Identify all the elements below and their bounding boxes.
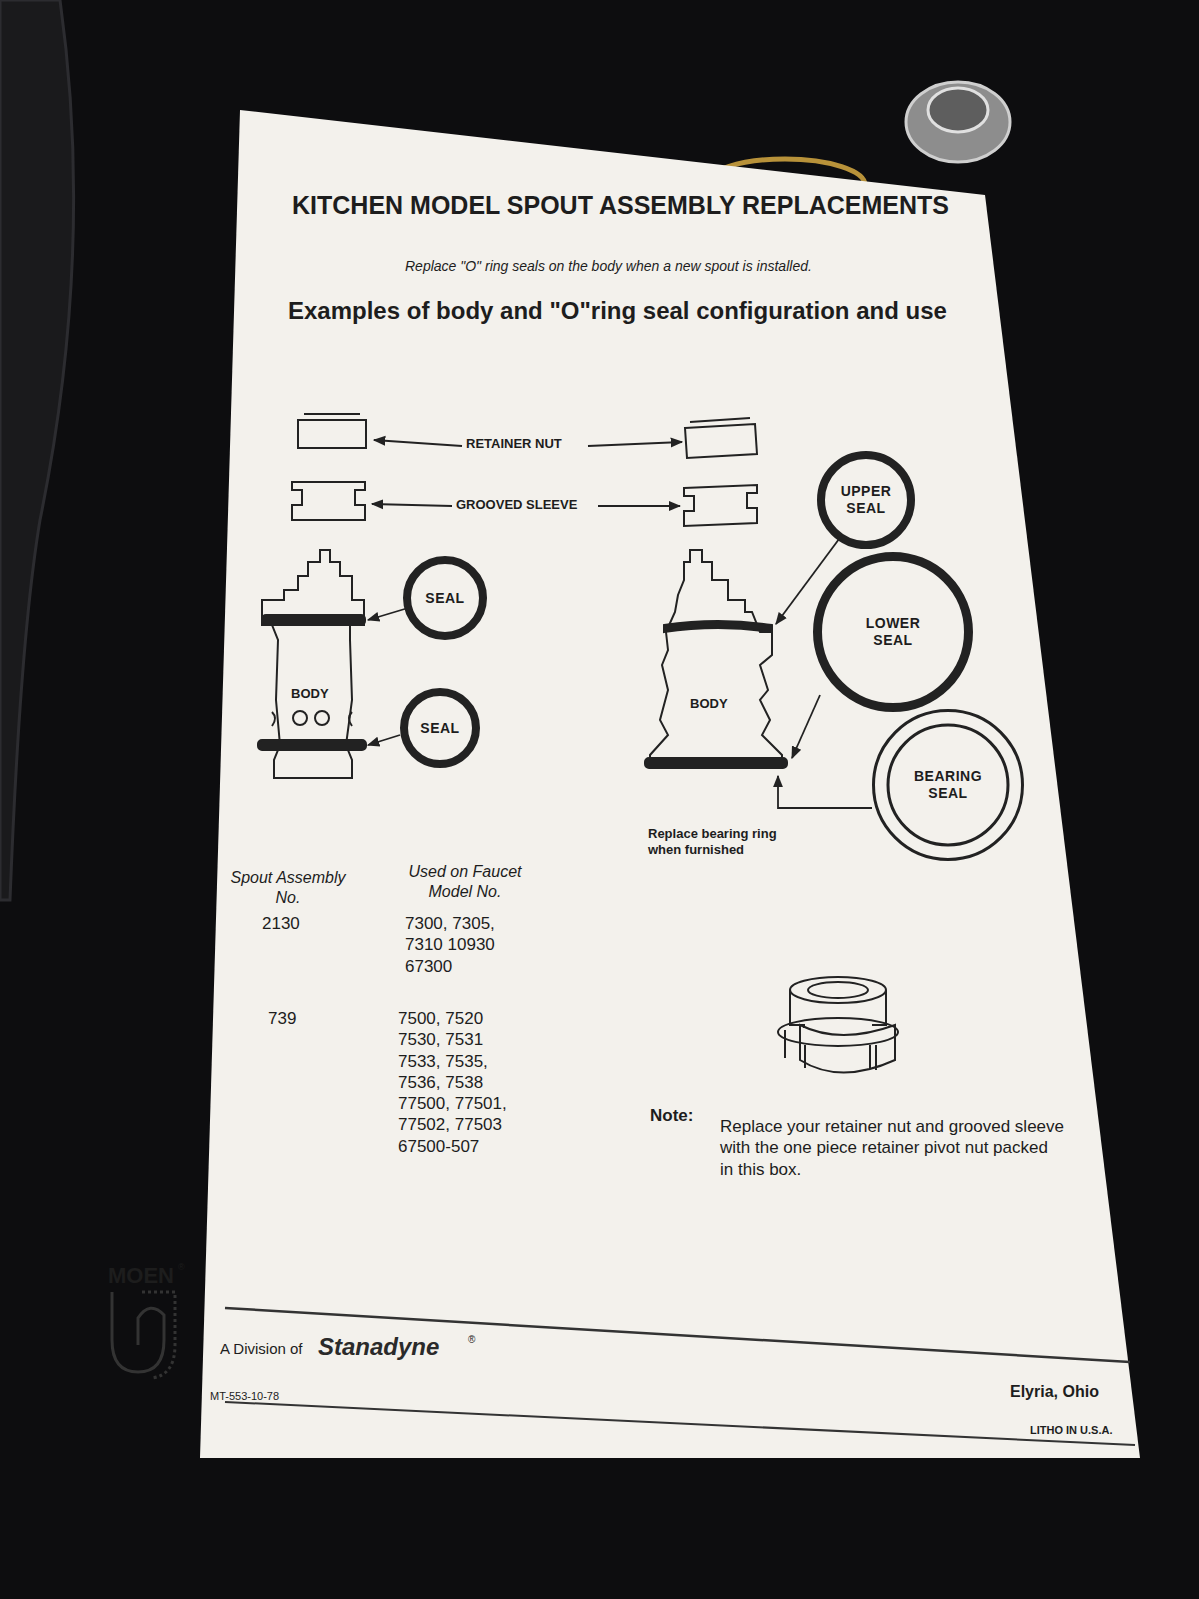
seal-label: UPPER SEAL	[835, 483, 897, 517]
trademark: ®	[468, 1334, 475, 1347]
o-ring-seal: LOWER SEAL	[813, 552, 973, 712]
paper-sheet	[200, 110, 1140, 1458]
bearing-seal-ring: BEARING SEAL	[872, 709, 1024, 861]
table-cell: 7300, 7305, 7310 10930 67300	[405, 913, 503, 977]
seal-label: BEARING SEAL	[903, 768, 993, 802]
o-ring-seal: SEAL	[403, 556, 487, 640]
section-heading: Examples of body and "O"ring seal config…	[288, 296, 947, 326]
brand-name: MOEN	[108, 1262, 174, 1290]
o-ring-seal: SEAL	[400, 688, 480, 768]
trademark: ®	[178, 1262, 185, 1273]
part-name: BODY	[291, 686, 329, 702]
seal-label: SEAL	[410, 720, 470, 737]
instruction-line: Replace "O" ring seals on the body when …	[405, 258, 812, 276]
seal-label: SEAL	[415, 590, 475, 607]
part-name: RETAINER NUT	[466, 436, 562, 452]
company-name: Stanadyne	[318, 1332, 439, 1362]
retainer-nut	[298, 414, 757, 458]
pivot-nut-part	[906, 82, 1010, 162]
note-text: Replace your retainer nut and grooved sl…	[720, 1116, 1065, 1180]
faucet-handle	[0, 0, 74, 900]
form-number: MT-553-10-78	[210, 1390, 279, 1404]
o-ring-seal: UPPER SEAL	[817, 451, 915, 549]
body-right	[645, 550, 787, 768]
table-cell: 2130	[262, 913, 300, 934]
pivot-nut-part	[928, 88, 988, 132]
table-cell: 739	[268, 1008, 296, 1029]
table-header: Spout Assembly No.	[228, 868, 348, 908]
part-name: BODY	[690, 696, 728, 712]
sheet-title: KITCHEN MODEL SPOUT ASSEMBLY REPLACEMENT…	[292, 190, 949, 221]
rule-line	[225, 1308, 1130, 1362]
part-name: GROOVED SLEEVE	[456, 497, 577, 513]
table-cell: 7500, 7520 7530, 7531 7533, 7535, 7536, …	[398, 1008, 523, 1157]
rule-line	[225, 1402, 1135, 1445]
leader-lines	[368, 440, 872, 808]
place-name: Elyria, Ohio	[1010, 1382, 1099, 1402]
seal-label: LOWER SEAL	[848, 615, 938, 649]
print-note: LITHO IN U.S.A.	[1030, 1424, 1113, 1438]
inner-ring	[888, 725, 1008, 845]
moen-logo-mark	[112, 1292, 175, 1378]
body-left	[258, 550, 366, 778]
company-line: A Division of	[220, 1340, 303, 1359]
table-header: Used on Faucet Model No.	[405, 862, 525, 902]
pivot-nut-illustration	[778, 977, 898, 1073]
note-text: Replace bearing ring when furnished	[648, 826, 798, 859]
grooved-sleeve	[292, 482, 757, 526]
note-label: Note:	[650, 1105, 693, 1126]
